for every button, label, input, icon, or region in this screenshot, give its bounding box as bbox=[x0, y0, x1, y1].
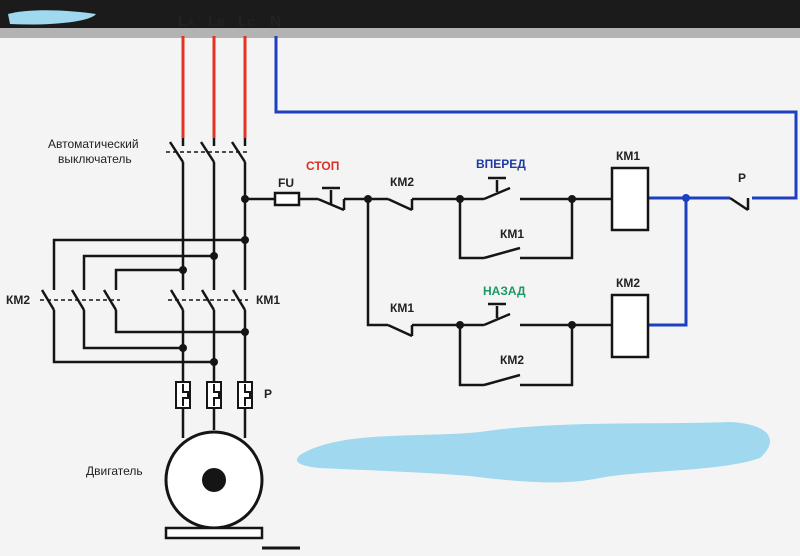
km2-power-label: КМ2 bbox=[6, 293, 30, 307]
motor bbox=[164, 430, 300, 550]
phase-label-c: LC bbox=[238, 13, 254, 30]
relay-contact-label: P bbox=[738, 171, 746, 185]
circuit-breaker bbox=[166, 138, 248, 290]
redaction-bottom-right bbox=[296, 422, 770, 483]
km2-coil-label: КМ2 bbox=[616, 276, 640, 290]
top-bar-shadow bbox=[0, 28, 800, 38]
control-junctions bbox=[364, 195, 576, 329]
neutral-coil-bus bbox=[648, 196, 688, 327]
km2-interlock-label: КМ2 bbox=[390, 175, 414, 189]
relay-contact bbox=[729, 196, 750, 212]
km2-power-contacts bbox=[40, 289, 120, 311]
back-label: НАЗАД bbox=[483, 284, 526, 298]
top-bar bbox=[0, 0, 800, 28]
phase-wires bbox=[181, 36, 247, 138]
km1-power-label: КМ1 bbox=[256, 293, 280, 307]
thermal-relay-label: P bbox=[264, 387, 272, 401]
stop-label: СТОП bbox=[306, 159, 339, 173]
km1-coil-label: КМ1 bbox=[616, 149, 640, 163]
km1-power-contacts bbox=[168, 289, 248, 382]
redaction-top-left bbox=[8, 10, 96, 25]
motor-label: Двигатель bbox=[86, 464, 143, 478]
neutral-junction bbox=[682, 194, 690, 202]
neutral-label: N bbox=[270, 13, 281, 30]
km2-hold-label: КМ2 bbox=[500, 353, 524, 367]
fuse-label: FU bbox=[278, 176, 294, 190]
km1-interlock-label: КМ1 bbox=[390, 301, 414, 315]
breaker-label-2: выключатель bbox=[58, 152, 132, 166]
neutral-wire bbox=[274, 36, 798, 200]
forward-label: ВПЕРЕД bbox=[476, 157, 526, 171]
control-circuit bbox=[245, 166, 650, 387]
km1-hold-label: КМ1 bbox=[500, 227, 524, 241]
thermal-relays bbox=[175, 381, 253, 409]
phase-label-b: LB bbox=[208, 13, 224, 30]
phase-label-a: LA bbox=[178, 13, 194, 30]
motor-leads bbox=[181, 408, 247, 438]
reversing-wiring bbox=[52, 238, 245, 364]
breaker-label-1: Автоматический bbox=[48, 137, 139, 151]
